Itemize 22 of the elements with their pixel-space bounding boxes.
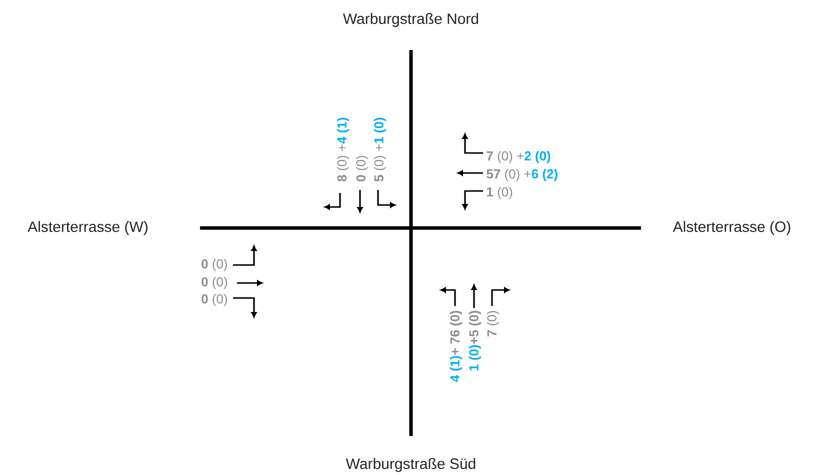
- count-label: +5 (0): [468, 310, 482, 344]
- count-label: 5 (0) +: [374, 144, 386, 182]
- street-name: Warburgstraße Nord: [343, 13, 478, 27]
- count-label: 0 (0): [202, 294, 227, 306]
- count-label: 4 (1): [336, 118, 350, 144]
- count-label: 57 (0) +: [486, 168, 531, 182]
- street-name: Alsterterrasse (O): [672, 221, 790, 235]
- count-label: 7 (0): [486, 311, 500, 336]
- count-label: 7 (0) +: [486, 150, 524, 164]
- count-label: + 76 (0): [450, 310, 462, 355]
- count-label: 0 (0): [202, 258, 227, 272]
- count-label: 4 (1): [450, 356, 462, 382]
- count-label: 6 (2): [532, 168, 558, 182]
- count-label: 8 (0) +: [336, 144, 350, 182]
- count-label: 1 (0): [468, 345, 482, 370]
- count-label: 1 (0): [487, 186, 512, 200]
- count-label: 1 (0): [374, 118, 386, 144]
- street-name: Alsterterrasse (W): [28, 221, 148, 235]
- count-label: 0 (0): [202, 276, 227, 290]
- count-label: 2 (0): [524, 150, 550, 164]
- street-name: Warburgstraße Süd: [346, 458, 476, 472]
- count-label: 0 (0): [356, 156, 368, 182]
